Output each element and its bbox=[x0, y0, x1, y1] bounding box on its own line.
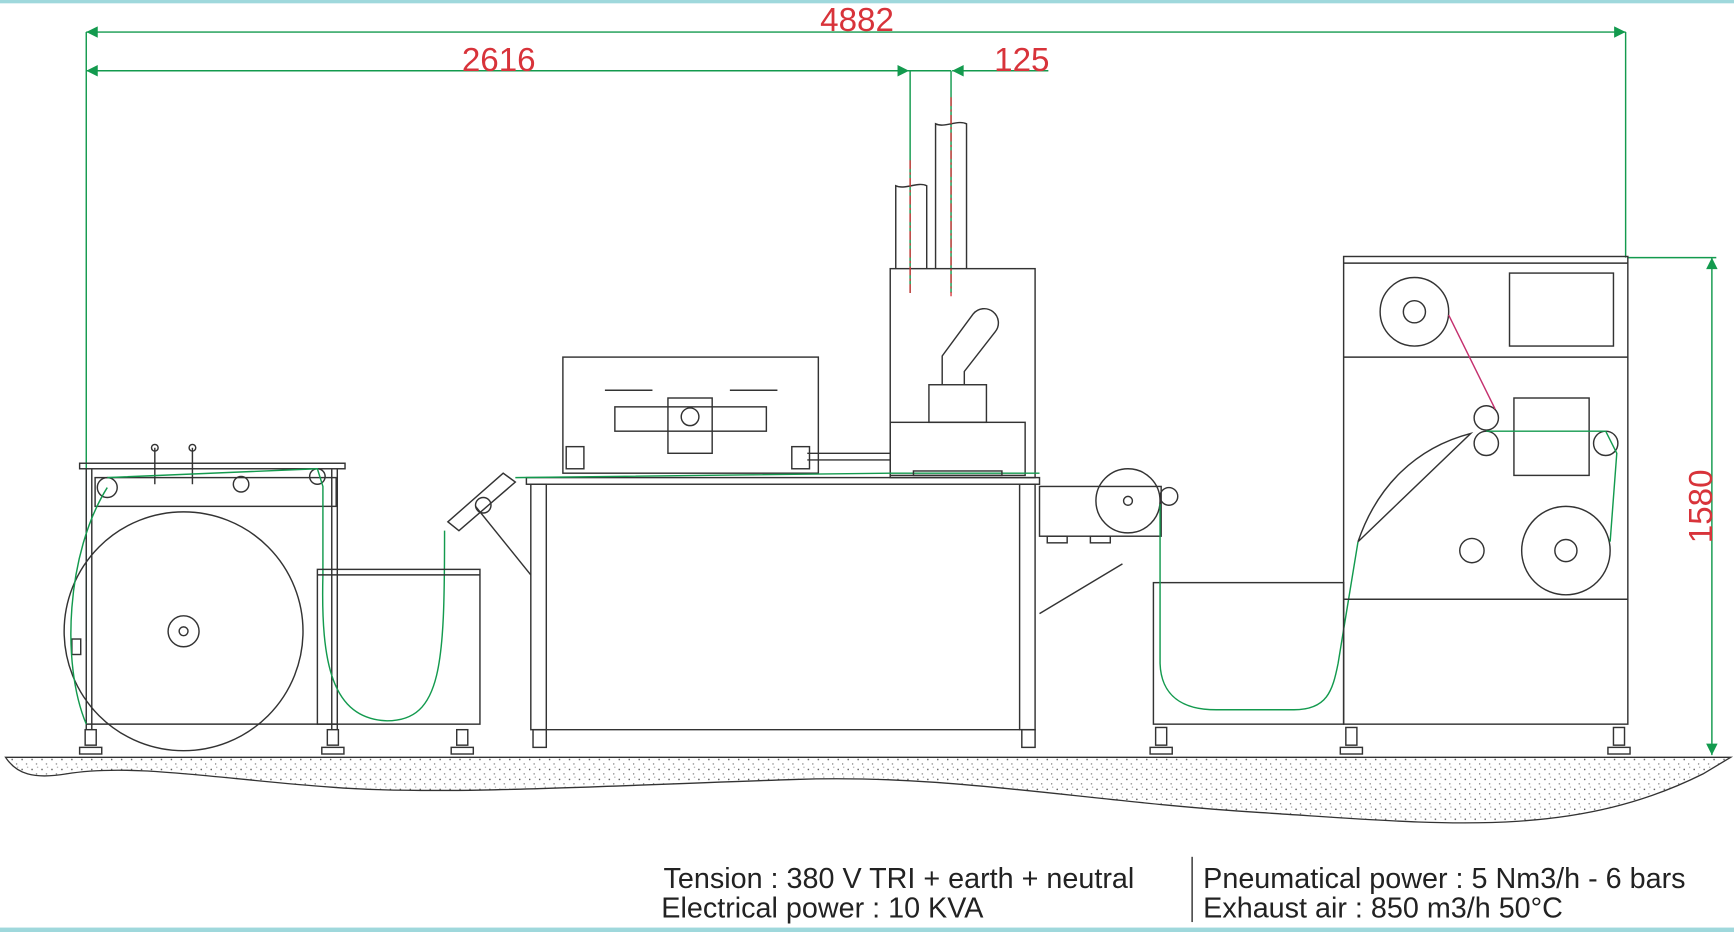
dimension-height: 1580 bbox=[1627, 256, 1720, 756]
guide-arm bbox=[446, 472, 532, 576]
dimension-4882-label: 4882 bbox=[820, 2, 894, 39]
rewinder-unit bbox=[1339, 255, 1631, 755]
spec-electrical-power: Electrical power : 10 KVA bbox=[661, 893, 984, 925]
top-border bbox=[0, 0, 1734, 4]
specifications: Tension : 380 V TRI + earth + neutral El… bbox=[661, 856, 1686, 925]
spec-exhaust-air: Exhaust air : 850 m3/h 50°C bbox=[1203, 893, 1563, 925]
dimension-125-label: 125 bbox=[994, 42, 1049, 79]
ground bbox=[4, 756, 1734, 824]
dimension-2616-label: 2616 bbox=[462, 42, 536, 79]
dimension-overall: 4882 bbox=[86, 2, 1626, 39]
dimension-1580-label: 1580 bbox=[1683, 469, 1720, 543]
central-unit bbox=[515, 97, 1179, 749]
spec-pneumatical-power: Pneumatical power : 5 Nm3/h - 6 bars bbox=[1203, 863, 1685, 895]
spec-tension: Tension : 380 V TRI + earth + neutral bbox=[664, 863, 1135, 895]
dimension-section: 2616 125 bbox=[86, 42, 1049, 79]
bottom-border bbox=[0, 927, 1734, 932]
waste-bin-1 bbox=[316, 568, 481, 755]
waste-bin-2 bbox=[1149, 504, 1359, 755]
unwinder-unit bbox=[63, 443, 446, 755]
